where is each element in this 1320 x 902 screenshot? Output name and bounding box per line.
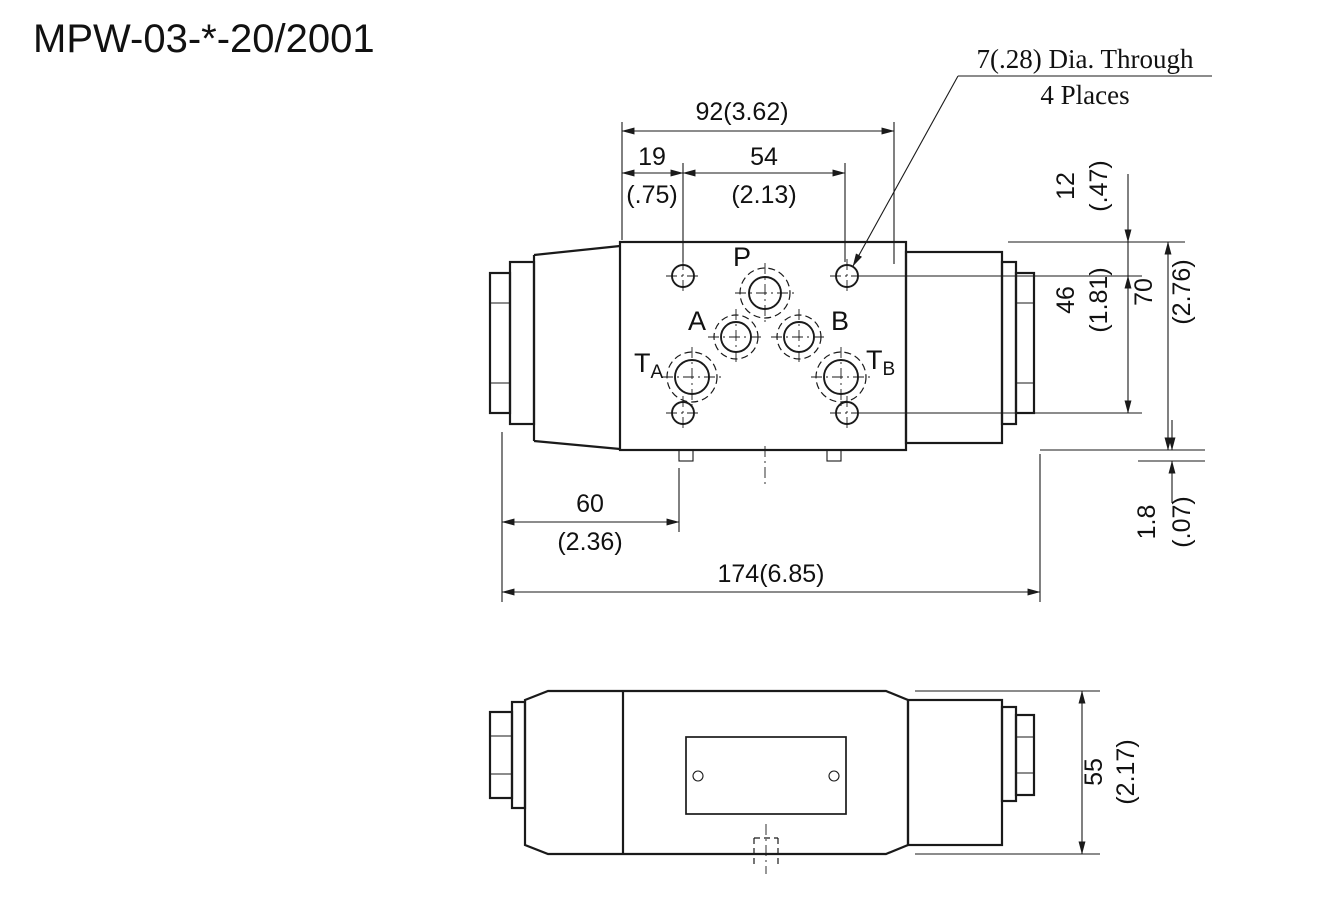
left-end-plug-front [488,700,527,810]
callout-line2: 4 Places [1040,80,1129,110]
port-label-ta: TA [634,348,664,383]
dim-54-inches: (2.13) [731,181,796,209]
dim-width-60: 60 (2.36) [501,468,680,556]
dim-60-value: 60 [576,490,604,518]
dim-width-19: 19 (.75) [621,143,684,262]
port-label-tb: TB [866,345,895,380]
dim-height-12: 12 (.47) [862,160,1185,277]
nameplate-screw-right [828,770,840,782]
dim-width-54: 54 (2.13) [682,143,846,262]
front-view-body [488,689,1036,874]
dim-height-1-8: 1.8 (.07) [1040,420,1205,548]
dim-55-inches: (2.17) [1112,739,1140,804]
top-view-ports: P A B TA TB [634,242,895,430]
dim-70-value: 70 [1130,278,1158,306]
dim-174-label: 174(6.85) [717,560,824,588]
dim-width-92: 92(3.62) [621,98,895,264]
dim-60-inches: (2.36) [557,528,622,556]
port-label-b: B [831,306,849,336]
dim-height-46: 46 (1.81) [862,267,1142,414]
dim-54-value: 54 [750,143,778,171]
callout-dia-through: 7(.28) Dia. Through 4 Places [852,44,1212,267]
port-label-p: P [733,242,751,272]
locating-tab-right [826,449,842,462]
nameplate [685,736,847,815]
dim-width-174: 174(6.85) [501,432,1041,602]
dim-19-value: 19 [638,143,666,171]
dim-92-label: 92(3.62) [695,98,788,126]
drawing-title: MPW-03-*-20/2001 [33,17,375,61]
callout-line1: 7(.28) Dia. Through [977,44,1194,74]
top-view-body [488,240,1036,484]
dim-12-value: 12 [1052,172,1080,200]
dim-46-inches: (1.81) [1085,267,1113,332]
left-end-plug-top [488,260,536,426]
right-end-plug-top [1000,260,1036,426]
right-end-plug-front [1000,705,1036,803]
dim-70-inches: (2.76) [1168,259,1196,324]
mounting-holes [666,259,864,430]
dim-1-8-inches: (.07) [1168,496,1196,547]
dim-19-inches: (.75) [626,181,677,209]
hidden-port-detail [753,824,779,874]
port-label-a: A [688,306,706,336]
dim-12-inches: (.47) [1085,160,1113,211]
nameplate-screw-left [692,770,704,782]
dim-46-value: 46 [1052,286,1080,314]
dim-55-value: 55 [1080,758,1108,786]
dim-1-8-value: 1.8 [1133,505,1161,540]
dim-height-55: 55 (2.17) [915,690,1140,855]
locating-tab-left [678,449,694,462]
dim-height-70: 70 (2.76) [1130,241,1196,451]
